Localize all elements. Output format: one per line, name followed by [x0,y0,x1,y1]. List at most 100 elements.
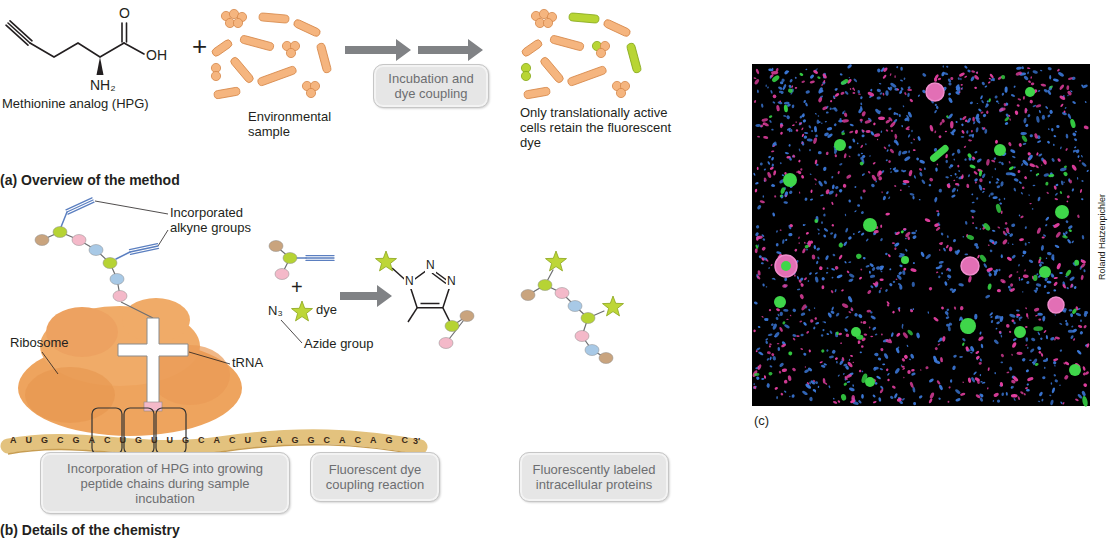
process-box: Fluorescently labeled intracellular prot… [519,452,669,502]
fluorescent-spot [1073,338,1076,341]
fluorescent-spot [950,164,954,168]
fluorescent-spot [987,387,989,389]
fluorescent-spot [860,144,864,148]
fluorescent-spot [979,254,988,263]
fluorescent-spot [1077,177,1079,180]
fluorescent-spot [962,236,964,238]
fluorescent-spot [811,130,813,132]
fluorescent-spot [898,283,902,287]
fluorescent-spot [772,323,778,330]
fluorescent-spot [753,383,755,385]
fluorescent-spot [982,190,985,193]
fluorescent-spot [1018,277,1020,279]
fluorescent-spot [901,125,903,128]
fluorescent-spot [841,289,844,292]
fluorescent-spot [786,319,788,320]
fluorescent-spot [779,194,783,197]
fluorescent-spot [955,84,960,89]
fluorescent-spot [801,175,805,179]
fluorescent-spot [840,394,846,402]
fluorescent-spot [887,373,890,377]
fluorescent-spot [762,122,769,128]
fluorescent-spot [905,237,907,239]
fluorescent-spot [767,351,772,355]
fluorescent-spot [834,265,839,270]
fluorescent-spot [925,366,929,370]
fluorescent-spot [861,173,865,177]
fluorescent-spot [799,72,804,76]
fluorescent-spot [1022,186,1025,189]
fluorescent-spot [851,280,853,282]
fluorescent-spot [804,197,808,201]
fluorescent-spot [818,121,821,123]
fluorescent-spot [850,399,856,403]
fluorescent-spot [787,375,792,381]
fluorescent-spot [891,130,894,133]
fluorescent-spot [768,267,770,269]
fluorescent-spot [846,374,853,379]
fluorescent-spot [1086,169,1089,172]
fluorescent-spot [947,235,949,238]
fluorescent-spot [885,253,888,256]
fluorescent-spot [1013,398,1016,401]
fluorescent-spot [764,317,769,321]
fluorescent-spot [901,366,905,368]
fluorescent-spot [789,224,793,228]
double-bond [421,303,440,305]
fluorescent-spot [894,247,897,250]
fluorescent-spot [783,201,788,204]
fluorescent-spot [792,154,796,158]
fluorescent-spot [972,156,976,160]
sample-caption: Environmental sample [248,110,348,140]
fluorescent-spot [998,198,1000,201]
fluorescent-spot [1073,286,1077,290]
fluorescent-spot [937,343,940,346]
fluorescent-spot [967,69,971,72]
fluorescent-spot [845,333,849,337]
fluorescent-spot [894,185,897,187]
fluorescent-spot [801,248,806,254]
fluorescent-spot [954,306,957,310]
fluorescent-spot [984,103,989,108]
fluorescent-spot [1070,335,1074,340]
fluorescent-spot [934,346,938,350]
fluorescent-spot [798,122,803,126]
fluorescent-spot [1071,308,1077,315]
fluorescent-spot [804,245,809,249]
fluorescent-spot [1060,146,1062,149]
fluorescent-spot [754,373,760,376]
fluorescent-spot [982,113,987,117]
fluorescent-spot [967,377,971,383]
fluorescent-spot [972,117,975,122]
fluorescent-spot [861,129,865,132]
fluorescent-spot [938,384,943,391]
fluorescent-spot [951,152,955,156]
fluorescent-spot [756,275,761,280]
active-cell [834,139,846,151]
anticodon [144,402,162,411]
fluorescent-spot [769,345,772,348]
fluorescent-spot [826,333,829,336]
fluorescent-spot [1083,324,1087,328]
peptide-chain [35,227,127,302]
fluorescent-spot [1045,182,1049,186]
fluorescent-spot [803,352,807,356]
dye-star [292,301,313,321]
active-cell [929,144,950,164]
fluorescent-spot [1037,331,1039,333]
fluorescent-spot [814,159,817,164]
fluorescent-spot [879,83,882,85]
fluorescent-spot [1048,174,1055,178]
fluorescent-spot [826,112,829,114]
ribosome [18,298,242,436]
fluorescent-spot [877,68,881,72]
fluorescent-spot [874,367,879,370]
fluorescent-spot [1008,161,1011,164]
fluorescent-spot [1043,330,1047,334]
fluorescent-spot [867,289,872,294]
fluorescent-spot [823,321,826,324]
fluorescent-spot [983,263,988,269]
fluorescent-spot [790,314,792,316]
fluorescent-spot [1060,103,1064,107]
fluorescent-spot [822,329,825,332]
